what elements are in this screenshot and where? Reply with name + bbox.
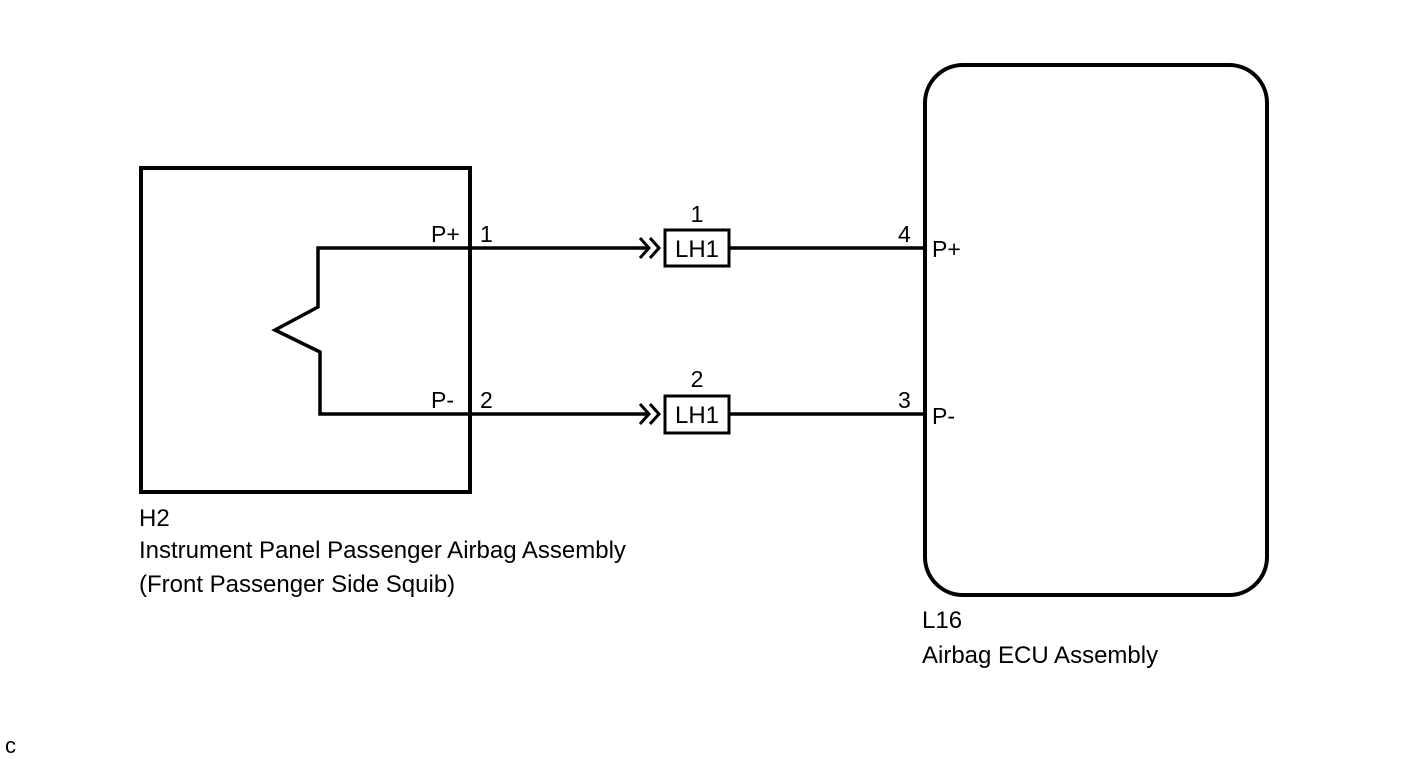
connector-chevron-icon	[638, 236, 652, 260]
connector-chevron-icon	[648, 236, 662, 260]
squib-pin-p-plus-signal: P+	[431, 221, 460, 247]
squib-pin-p-minus-signal: P-	[431, 387, 454, 413]
squib-element	[271, 246, 470, 416]
ecu-connector-code: L16	[922, 607, 962, 634]
connector-chevron-icon	[638, 402, 652, 426]
junction-connector-label-upper: LH1	[675, 236, 719, 263]
ecu-pin-p-plus-signal: P+	[932, 236, 961, 262]
connector-chevron-icon	[648, 402, 662, 426]
squib-pin-1-number: 1	[480, 221, 493, 247]
junction-terminal-1: 1	[691, 201, 704, 227]
junction-connector-label-lower: LH1	[675, 402, 719, 429]
junction-connector-box-upper	[663, 228, 731, 268]
ecu-pin-3-number: 3	[898, 387, 911, 413]
squib-connector-code: H2	[139, 505, 170, 532]
squib-assembly-name: Instrument Panel Passenger Airbag Assemb…	[139, 537, 626, 564]
ecu-pin-p-minus-signal: P-	[932, 403, 955, 429]
squib-pin-2-number: 2	[480, 387, 493, 413]
ecu-pin-4-number: 4	[898, 221, 911, 247]
squib-assembly-box	[139, 166, 472, 494]
junction-terminal-2: 2	[691, 366, 704, 392]
squib-assembly-subname: (Front Passenger Side Squib)	[139, 571, 455, 598]
corner-mark: c	[5, 733, 16, 758]
ecu-assembly-name: Airbag ECU Assembly	[922, 642, 1158, 669]
ecu-assembly-box	[923, 63, 1269, 597]
